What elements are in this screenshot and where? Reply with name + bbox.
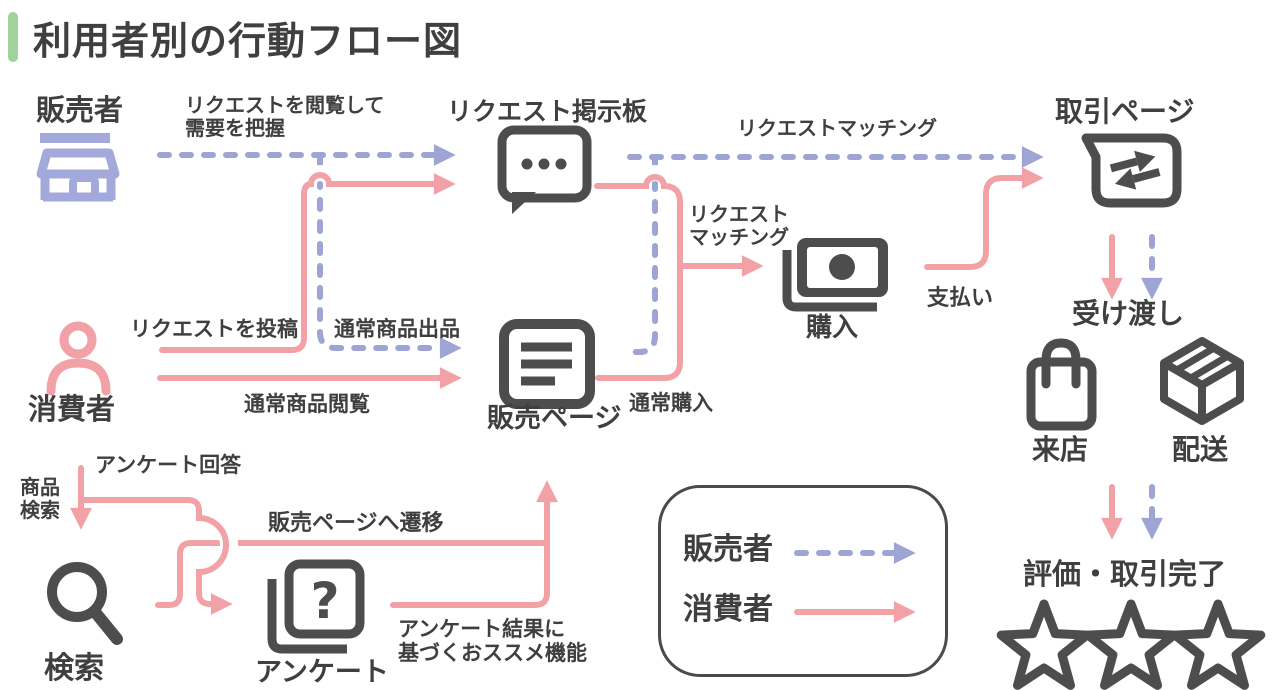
star-icon [1175,604,1261,685]
survey-stack-line [267,579,347,654]
connector-board-salespage-merge [594,174,683,381]
edge-label-product-search: 商品 検索 [20,475,60,522]
edge-label-normal-browsing: 通常商品閲覧 [244,392,370,416]
node-label-evaluation: 評価・取引完了 [1023,557,1227,591]
legend-label-seller: 販売者 [683,532,773,567]
star-icon [1001,604,1087,685]
arrow-post-request [159,172,456,353]
node-label-transaction: 取引ページ [1055,95,1195,128]
edge-label-browse-requests: リクエストを閲覧して 需要を把握 [185,93,385,140]
survey-icon: ? [267,559,365,654]
crossing-halo [634,165,676,194]
edge-label-normal-listing: 通常商品出品 [334,317,460,341]
legend-box [658,485,948,677]
person-head [59,321,97,359]
consumer-flow-arrows [70,165,1123,623]
arrow-payment [924,167,1044,270]
node-label-survey: アンケート [255,657,389,688]
page-title: 利用者別の行動フロー図 [33,19,463,63]
edge-label-request-matching-mid: リクエスト マッチング [689,202,789,249]
node-label-delivery: 配送 [1172,433,1229,466]
node-label-consumer: 消費者 [28,392,116,426]
legend-label-consumer: 消費者 [683,592,773,627]
store-icon [36,133,120,202]
person-body [46,358,111,396]
bubble-tail [512,192,536,214]
edge-label-survey-answer: アンケート回答 [95,453,242,477]
node-label-visit-store: 来店 [1032,433,1089,466]
node-label-seller: 販売者 [36,93,124,127]
node-label-purchase: 購入 [806,313,859,343]
star-icon [1088,604,1174,685]
arrow-search-to-salespage [155,540,550,608]
arrow-survey-answer [78,497,233,615]
node-label-handover: 受け渡し [1072,297,1185,330]
package-box-icon [1160,337,1244,425]
money-icon [782,238,888,312]
edge-label-recommend: アンケート結果に 基づくおススメ機能 [398,617,587,666]
person-icon [46,321,111,396]
transaction-icon [1081,133,1182,208]
seller-flow-arrows [157,144,1163,564]
svg-text:?: ? [310,572,339,630]
store-door [69,174,99,199]
rating-stars [1001,604,1261,685]
edge-label-post-request: リクエストを投稿 [130,317,298,341]
arrow-seller-listing [317,153,462,359]
store-walls [40,174,116,202]
search-icon [47,562,123,645]
node-label-sales-page: 販売ページ [487,403,622,434]
store-awning [36,148,120,179]
edge-label-to-sales-page: 販売ページへ遷移 [268,511,444,536]
connector-salespage-to-matching [629,155,658,355]
node-label-search: 検索 [44,651,104,686]
title-accent-bar [8,12,18,62]
money-stack-line [782,250,877,312]
node-label-request-board: リクエスト掲示板 [447,97,648,126]
edge-label-normal-purchase: 通常購入 [629,391,713,415]
edge-label-request-matching-top: リクエストマッチング [737,116,937,140]
document-icon [499,319,595,409]
arrow-survey-to-salespage [390,480,558,608]
edge-label-payment: 支払い [927,286,994,311]
exchange-arrows [1109,150,1161,190]
shopping-bag-icon [1026,338,1097,431]
speech-bubble-icon [497,125,592,214]
